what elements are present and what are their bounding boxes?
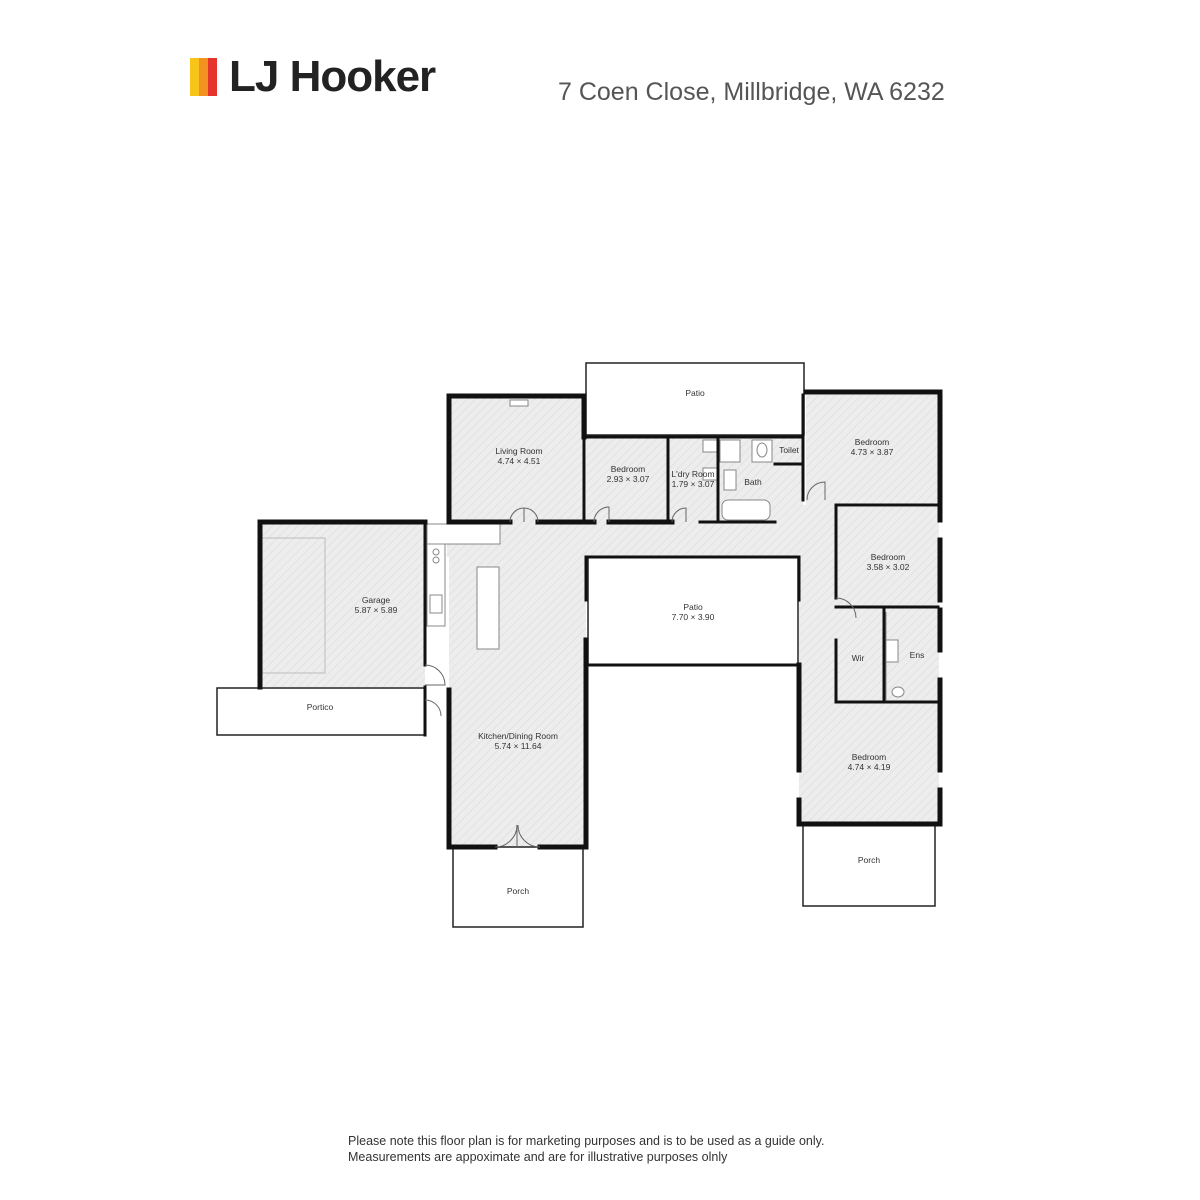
- label-bedroom-e: Bedroom: [871, 552, 906, 562]
- dims-bedroom-e: 3.58 × 3.02: [867, 562, 910, 572]
- label-patio-top: Patio: [685, 388, 705, 398]
- property-address: 7 Coen Close, Millbridge, WA 6232: [558, 78, 945, 106]
- label-porch-s: Porch: [507, 886, 529, 896]
- label-wir: Wir: [852, 653, 865, 663]
- bathroom-fixtures: [509, 399, 905, 700]
- brand-name: LJ Hooker: [229, 52, 436, 101]
- label-kitchen: Kitchen/Dining Room: [478, 731, 558, 741]
- label-portico: Portico: [307, 702, 334, 712]
- label-bedroom-ne: Bedroom: [855, 437, 890, 447]
- doors: [424, 481, 857, 848]
- disclaimer-line-2: Measurements are appoximate and are for …: [348, 1150, 728, 1164]
- label-bedroom-small: Bedroom: [611, 464, 646, 474]
- dims-laundry: 1.79 × 3.07: [672, 479, 715, 489]
- label-ens: Ens: [910, 650, 925, 660]
- label-living-room: Living Room: [495, 446, 542, 456]
- brand-logo-mark: [190, 58, 217, 96]
- dims-living-room: 4.74 × 4.51: [498, 456, 541, 466]
- kitchen-fixtures: [426, 523, 501, 650]
- label-bedroom-se: Bedroom: [852, 752, 887, 762]
- dims-patio-center: 7.70 × 3.90: [672, 612, 715, 622]
- dims-kitchen: 5.74 × 11.64: [495, 741, 542, 751]
- dims-bedroom-small: 2.93 × 3.07: [607, 474, 650, 484]
- disclaimer: Please note this floor plan is for marke…: [348, 1133, 824, 1165]
- dims-bedroom-se: 4.74 × 4.19: [848, 762, 891, 772]
- label-laundry: L'dry Room: [671, 469, 714, 479]
- label-garage: Garage: [362, 595, 391, 605]
- brand-logo: LJ Hooker: [190, 52, 436, 101]
- label-bath: Bath: [744, 477, 762, 487]
- dims-garage: 5.87 × 5.89: [355, 605, 398, 615]
- outdoor-areas: [216, 362, 936, 928]
- floor-areas: [260, 395, 939, 847]
- label-porch-se: Porch: [858, 855, 880, 865]
- label-toilet: Toilet: [779, 445, 799, 455]
- walls: [257, 389, 943, 850]
- label-patio-center: Patio: [683, 602, 703, 612]
- disclaimer-line-1: Please note this floor plan is for marke…: [348, 1134, 825, 1148]
- dims-bedroom-ne: 4.73 × 3.87: [851, 447, 894, 457]
